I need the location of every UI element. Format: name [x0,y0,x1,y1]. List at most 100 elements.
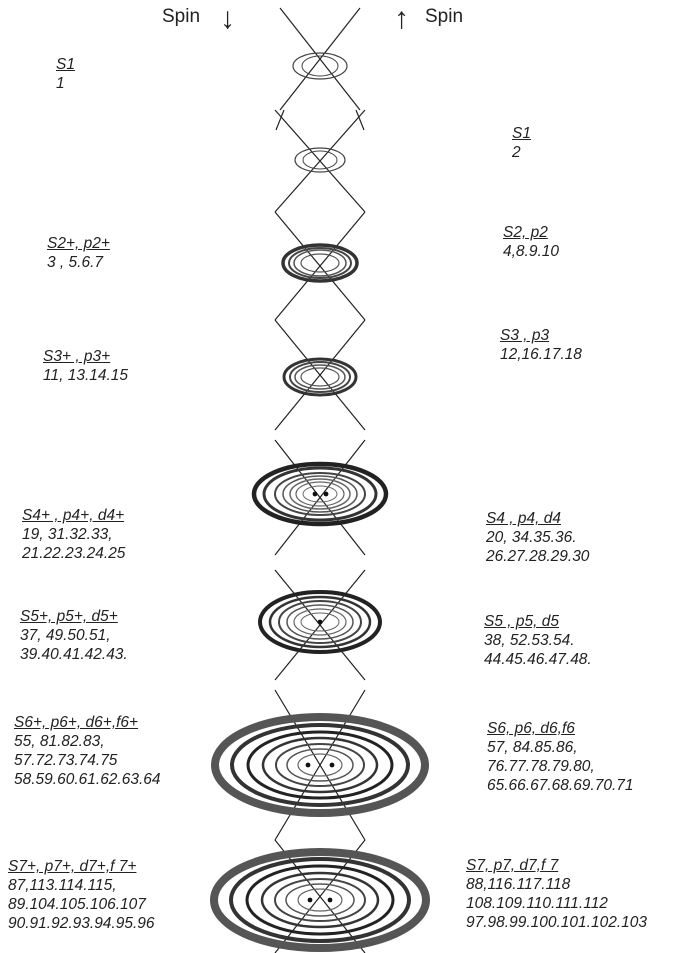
left-label-6: S6+, p6+, d6+,f6+ 55, 81.82.83, 57.72.73… [14,713,161,789]
left-heading-5: S5+, p5+, d5+ [20,608,118,625]
shell-ring [289,361,351,393]
electron-dot [323,491,329,497]
shell-ring [261,736,379,794]
right-line: 38, 52.53.54. [484,632,575,649]
right-line: 76.77.78.79.80, [487,758,595,775]
right-line: 26.27.28.29.30 [486,548,590,565]
electron-dot [327,897,333,903]
right-label-1: S1 2 [512,124,531,162]
right-line: 57, 84.85.86, [487,739,578,756]
shell-ring [297,888,343,912]
shell-group-4 [282,357,358,397]
connector-line [274,319,366,431]
shell-ring [262,466,378,522]
left-line: 37, 49.50.51, [20,627,111,644]
right-line: 12,16.17.18 [500,346,582,363]
right-label-2: S2, p2 4,8.9.10 [503,223,559,261]
left-line: 90.91.92.93.94.95.96 [8,915,155,932]
right-line: 97.98.99.100.101.102.103 [466,914,648,931]
right-line: 4,8.9.10 [503,243,560,260]
electron-dot [307,897,313,903]
shell-group-5 [251,461,389,527]
connector-line [274,569,366,681]
shell-ring [300,612,340,632]
left-line: 19, 31.32.33, [22,526,113,543]
left-line: 58.59.60.61.62.63.64 [14,771,161,788]
shell-group-8 [210,848,430,952]
shell-groups [210,52,430,952]
shell-ring [246,730,394,800]
shell-ring [297,753,343,777]
spin-down-arrow-icon: ↓ [220,2,235,35]
shell-group-3 [281,243,359,283]
right-label-7: S7, p7, d7,f 7 88,116.117.118 108.109.11… [466,856,647,932]
right-line: 44.45.46.47.48. [484,651,592,668]
left-label-2: S2+, p2+ 3 , 5.6.7 [47,234,110,272]
left-line: 87,113.114.115, [8,877,117,894]
spin-down-label: Spin [162,6,200,28]
left-heading-4: S4+ , p4+, d4+ [22,507,125,524]
left-heading-1: S1 [56,56,75,73]
shell-ring [210,848,430,952]
left-line: 55, 81.82.83, [14,733,105,750]
shell-ring [294,147,346,173]
right-heading-5: S5 , p5, d5 [484,613,559,630]
right-line: 2 [512,144,521,161]
shell-ring [282,357,358,397]
left-heading-7: S7+, p7+, d7+,f 7+ [8,858,137,875]
left-line: 11, 13.14.15 [43,367,129,384]
shell-ring [274,878,366,922]
shell-ring [268,595,372,649]
right-label-3: S3 , p3 12,16.17.18 [500,326,582,364]
left-label-4: S4+ , p4+, d4+ 19, 31.32.33, 21.22.23.24… [22,506,125,563]
shell-ring [260,871,380,929]
shell-group-7 [211,713,429,817]
shell-ring [294,364,346,390]
left-line: 3 , 5.6.7 [47,254,104,271]
shell-ring [245,864,395,936]
right-heading-6: S6, p6, d6,f6 [487,720,575,737]
shell-ring [302,485,338,503]
left-label-5: S5+, p5+, d5+ 37, 49.50.51, 39.40.41.42.… [20,607,128,664]
left-line: 89.104.105.106.107 [8,896,146,913]
left-heading-3: S3+ , p3+ [43,348,111,365]
left-line: 39.40.41.42.43. [20,646,128,663]
left-heading-2: S2+, p2+ [47,235,110,252]
shell-ring [285,883,355,917]
left-line: 57.72.73.74.75 [14,752,118,769]
left-line: 1 [56,75,65,92]
shell-ring [229,857,411,943]
shell-ring [282,475,358,513]
electron-dot [312,491,318,497]
shell-ring [230,723,410,807]
left-label-7: S7+, p7+, d7+,f 7+ 87,113.114.115, 89.10… [8,857,155,933]
right-label-5: S5 , p5, d5 38, 52.53.54. 44.45.46.47.48… [484,612,592,669]
shell-ring [211,713,429,817]
right-heading-3: S3 , p3 [500,327,550,344]
right-label-6: S6, p6, d6,f6 57, 84.85.86, 76.77.78.79.… [487,719,634,795]
connector-line [274,109,366,213]
connector-line [274,439,366,556]
shell-ring [293,249,347,277]
right-heading-2: S2, p2 [503,224,548,241]
electron-dot [317,619,323,625]
electron-dot [329,762,335,768]
shell-ring [286,604,354,640]
connector-line [355,109,365,131]
right-heading-7: S7, p7, d7,f 7 [466,857,559,874]
shell-group-1 [292,52,348,80]
spin-down-text: Spin [162,6,201,27]
shell-group-6 [258,590,382,654]
shell-ring [292,52,348,80]
shell-ring [295,481,345,507]
shell-ring [274,472,366,516]
shell-ring [251,461,389,527]
connector-line [279,7,361,111]
spin-up-arrow-icon: ↑ [394,2,409,35]
connector-line [274,839,366,953]
connector-line [275,109,285,131]
left-heading-6: S6+, p6+, d6+,f6+ [14,714,139,731]
right-label-4: S4 , p4, d4 20, 34.35.36. 26.27.28.29.30 [486,509,589,566]
shell-ring [300,367,340,387]
